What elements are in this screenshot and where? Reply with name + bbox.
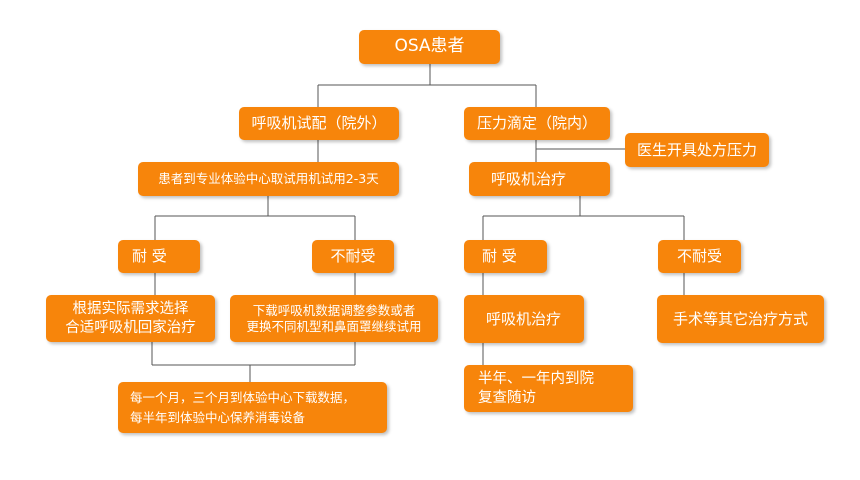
prescription-node: 医生开具处方压力: [625, 133, 769, 167]
tolerate-node-left: 耐 受: [118, 240, 200, 273]
tolerate-node-right: 耐 受: [464, 240, 547, 273]
titration-node: 压力滴定（院内）: [464, 107, 610, 140]
followup-hospital-node: 半年、一年内到院 复查随访: [464, 365, 633, 412]
adjust-params-node: 下载呼吸机数据调整参数或者 更换不同机型和鼻面罩继续试用: [230, 295, 438, 342]
surgery-node: 手术等其它治疗方式: [657, 295, 824, 343]
trial-node: 呼吸机试配（院外）: [239, 107, 399, 140]
not-tolerate-node-left: 不耐受: [312, 240, 394, 273]
followup-center-node: 每一个月，三个月到体验中心下载数据， 每半年到体验中心保养消毒设备: [118, 382, 387, 433]
choose-machine-node: 根据实际需求选择 合适呼吸机回家治疗: [46, 295, 215, 342]
therapy-node-b: 呼吸机治疗: [464, 295, 584, 343]
therapy-node-a: 呼吸机治疗: [469, 162, 610, 196]
root-node: OSA患者: [359, 30, 500, 64]
not-tolerate-node-right: 不耐受: [658, 240, 741, 273]
trial-center-node: 患者到专业体验中心取试用机试用2-3天: [138, 162, 399, 196]
